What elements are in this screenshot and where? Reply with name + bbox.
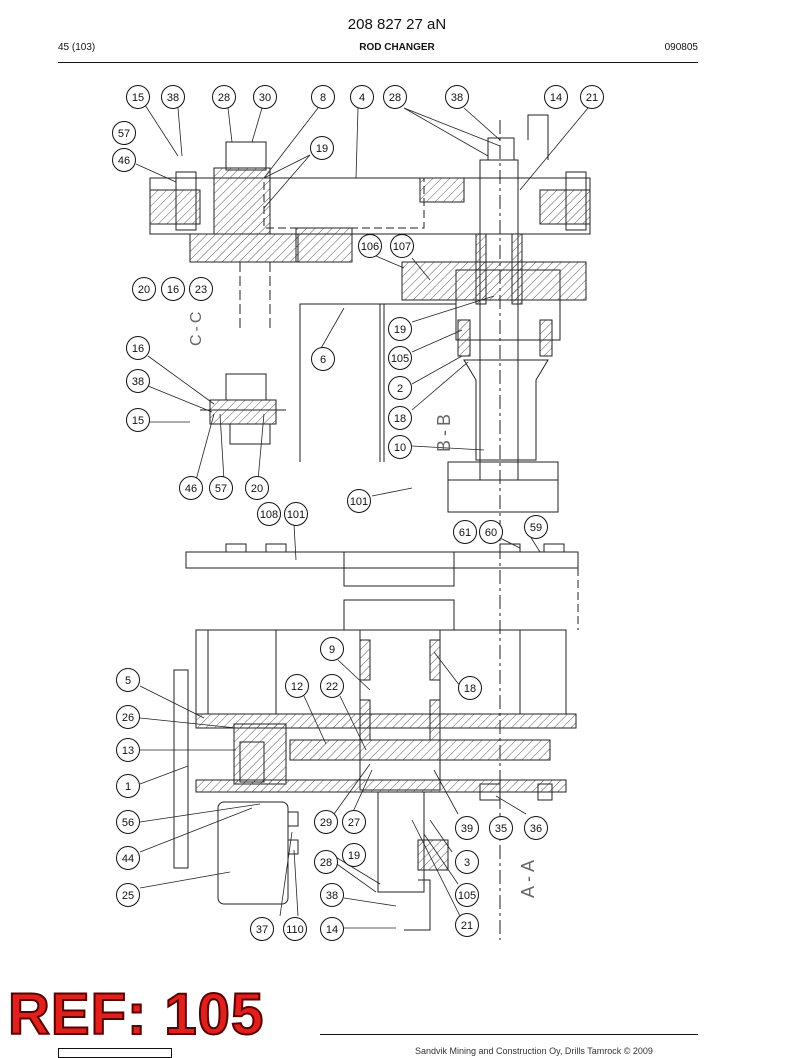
part-callout[interactable]: 44 — [116, 846, 140, 870]
date-code: 090805 — [664, 42, 698, 53]
part-callout[interactable]: 1 — [116, 774, 140, 798]
section-label-a-a: A-A — [518, 855, 538, 898]
part-callout[interactable]: 57 — [209, 476, 233, 500]
part-callout[interactable]: 21 — [455, 913, 479, 937]
part-callout[interactable]: 10 — [388, 435, 412, 459]
lower-gearbox-housing — [195, 629, 567, 715]
part-callout[interactable]: 22 — [320, 674, 344, 698]
part-callout[interactable]: 16 — [161, 277, 185, 301]
part-callout[interactable]: 14 — [544, 85, 568, 109]
side-mount-plate — [173, 669, 189, 869]
part-callout[interactable]: 6 — [311, 347, 335, 371]
part-callout[interactable]: 5 — [116, 668, 140, 692]
section-label-c-c: C-C — [188, 308, 205, 346]
part-callout[interactable]: 38 — [126, 369, 150, 393]
copyright-text: Sandvik Mining and Construction Oy, Dril… — [415, 1046, 653, 1056]
part-callout[interactable]: 16 — [126, 336, 150, 360]
header-rule — [58, 62, 698, 63]
part-callout[interactable]: 59 — [524, 515, 548, 539]
part-callout[interactable]: 25 — [116, 883, 140, 907]
part-callout[interactable]: 27 — [342, 810, 366, 834]
part-callout[interactable]: 15 — [126, 85, 150, 109]
part-callout[interactable]: 20 — [245, 476, 269, 500]
part-callout[interactable]: 28 — [383, 85, 407, 109]
part-callout[interactable]: 38 — [320, 883, 344, 907]
part-callout[interactable]: 4 — [350, 85, 374, 109]
part-callout[interactable]: 30 — [253, 85, 277, 109]
footer-rule — [320, 1034, 698, 1035]
part-callout[interactable]: 46 — [179, 476, 203, 500]
part-callout[interactable]: 36 — [524, 816, 548, 840]
part-callout[interactable]: 106 — [358, 234, 382, 258]
part-callout[interactable]: 46 — [112, 148, 136, 172]
part-callout[interactable]: 8 — [311, 85, 335, 109]
part-callout[interactable]: 19 — [388, 317, 412, 341]
part-callout[interactable]: 101 — [347, 489, 371, 513]
part-callout[interactable]: 2 — [388, 376, 412, 400]
section-title: ROD CHANGER — [359, 42, 435, 53]
part-callout[interactable]: 21 — [580, 85, 604, 109]
part-callout[interactable]: 108 — [257, 502, 281, 526]
main-frame-plate — [185, 551, 579, 569]
part-callout[interactable]: 60 — [479, 520, 503, 544]
part-callout[interactable]: 14 — [320, 917, 344, 941]
part-callout[interactable]: 18 — [388, 406, 412, 430]
part-callout[interactable]: 3 — [455, 850, 479, 874]
part-callout[interactable]: 105 — [455, 883, 479, 907]
part-callout[interactable]: 39 — [455, 816, 479, 840]
part-callout[interactable]: 13 — [116, 738, 140, 762]
part-callout[interactable]: 18 — [458, 676, 482, 700]
part-callout[interactable]: 56 — [116, 810, 140, 834]
part-callout[interactable]: 9 — [320, 637, 344, 661]
part-callout[interactable]: 19 — [342, 843, 366, 867]
part-callout[interactable]: 23 — [189, 277, 213, 301]
part-callout[interactable]: 101 — [284, 502, 308, 526]
part-callout[interactable]: 38 — [445, 85, 469, 109]
part-callout[interactable]: 38 — [161, 85, 185, 109]
section-label-b-b: B-B — [434, 409, 454, 452]
part-callout[interactable]: 107 — [390, 234, 414, 258]
part-callout[interactable]: 12 — [285, 674, 309, 698]
part-callout[interactable]: 20 — [132, 277, 156, 301]
ref-stamp: REF: 105 — [7, 982, 265, 1047]
part-callout[interactable]: 35 — [489, 816, 513, 840]
part-callout[interactable]: 19 — [310, 136, 334, 160]
part-callout[interactable]: 105 — [388, 346, 412, 370]
part-callout[interactable]: 28 — [212, 85, 236, 109]
part-callout[interactable]: 28 — [314, 850, 338, 874]
document-number: 208 827 27 aN — [347, 16, 447, 33]
part-callout[interactable]: 110 — [283, 917, 307, 941]
part-callout[interactable]: 37 — [250, 917, 274, 941]
part-callout[interactable]: 15 — [126, 408, 150, 432]
page-reference: 45 (103) — [58, 42, 96, 53]
part-callout[interactable]: 26 — [116, 705, 140, 729]
part-callout[interactable]: 29 — [314, 810, 338, 834]
brand-logo — [58, 1048, 172, 1058]
part-callout[interactable]: 61 — [453, 520, 477, 544]
part-callout[interactable]: 57 — [112, 121, 136, 145]
